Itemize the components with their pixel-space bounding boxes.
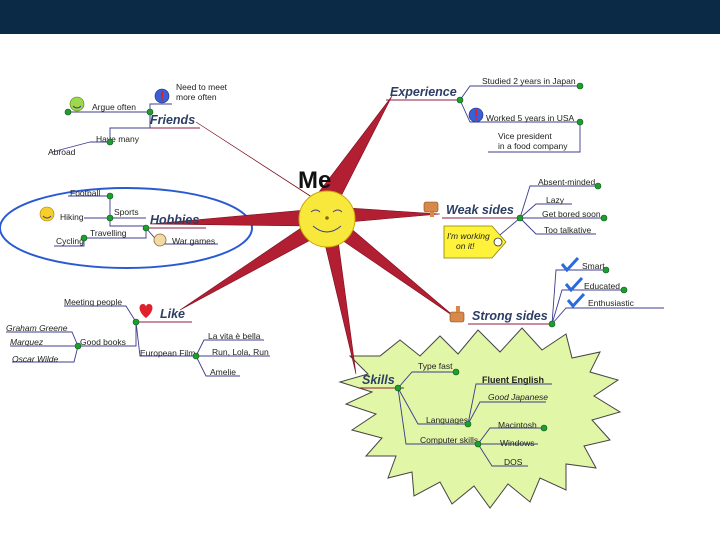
weak-item-bored: Get bored soon [542, 209, 601, 219]
weak-item-lazy: Lazy [546, 195, 565, 205]
skills-item-languages: Languages [426, 415, 468, 425]
checkmark-icon [566, 292, 586, 309]
spokes [149, 95, 457, 375]
smiley-icon [39, 206, 55, 222]
thumbs-up-icon [449, 306, 465, 323]
like-item-la-vita: La vita è bella [208, 331, 261, 341]
branch-skills[interactable]: Skills [362, 373, 395, 387]
branch-strong-sides[interactable]: Strong sides [472, 309, 548, 323]
experience-item-japan: Studied 2 years in Japan [482, 76, 576, 86]
like-item-meeting-people: Meeting people [64, 297, 122, 307]
hobbies-item-cycling: Cycling [56, 236, 84, 246]
skills-item-dos: DOS [504, 457, 523, 467]
skills-item-windows: Windows [500, 438, 534, 448]
strong-item-smart: Smart [582, 261, 605, 271]
branch-hobbies[interactable]: Hobbies [150, 213, 199, 227]
branch-experience[interactable]: Experience [390, 85, 457, 99]
hobbies-highlight-ellipse [0, 187, 253, 269]
alert-icon [468, 107, 484, 123]
like-item-amelie: Amelie [210, 367, 236, 377]
skills-item-good-japanese: Good Japanese [488, 392, 548, 402]
like-item-run-lola: Run, Lola, Run [212, 347, 269, 357]
checkmark-icon [560, 256, 580, 273]
smiley-icon [69, 96, 85, 112]
weak-item-talkative: Too talkative [544, 225, 592, 235]
hobbies-item-travelling: Travelling [90, 228, 127, 238]
friends-item-argue-often: Argue often [92, 102, 136, 112]
center-node[interactable] [298, 190, 356, 248]
like-item-marquez: Marquez [10, 337, 44, 347]
like-item-european-film: European Film [140, 348, 195, 358]
header-bar [0, 0, 720, 34]
center-label: Me [298, 167, 331, 194]
thumbs-down-icon [423, 201, 439, 217]
skills-item-fluent-english: Fluent English [482, 375, 544, 385]
like-item-graham-greene: Graham Greene [6, 323, 68, 333]
weak-item-absent-minded: Absent-minded [538, 177, 595, 187]
hobbies-item-hiking: Hiking [60, 212, 84, 222]
checkmark-icon [564, 276, 584, 293]
like-item-oscar-wilde: Oscar Wilde [12, 354, 58, 364]
hobbies-item-war-games: War games [172, 236, 215, 246]
alert-icon [154, 88, 170, 104]
friends-item-have-many: Have many [96, 134, 140, 144]
friends-item-abroad: Abroad [48, 147, 76, 157]
branch-weak-sides[interactable]: Weak sides [446, 203, 514, 217]
skills-item-computer-skills: Computer skills [420, 435, 478, 445]
strong-item-educated: Educated [584, 281, 620, 291]
branch-friends[interactable]: Friends [150, 113, 195, 127]
branch-like[interactable]: Like [160, 307, 185, 321]
hobbies-item-sports: Sports [114, 207, 139, 217]
gear-icon [153, 233, 167, 247]
skills-item-type-fast: Type fast [418, 361, 453, 371]
heart-icon [139, 304, 153, 318]
strong-item-enthusiastic: Enthusiastic [588, 298, 635, 308]
skills-item-macintosh: Macintosh [498, 420, 537, 430]
experience-item-usa: Worked 5 years in USA [486, 113, 575, 123]
sticky-note-icon [443, 225, 507, 259]
hobbies-item-football: Football [70, 188, 100, 198]
skills-starburst [338, 327, 622, 509]
like-item-good-books: Good books [80, 337, 126, 347]
